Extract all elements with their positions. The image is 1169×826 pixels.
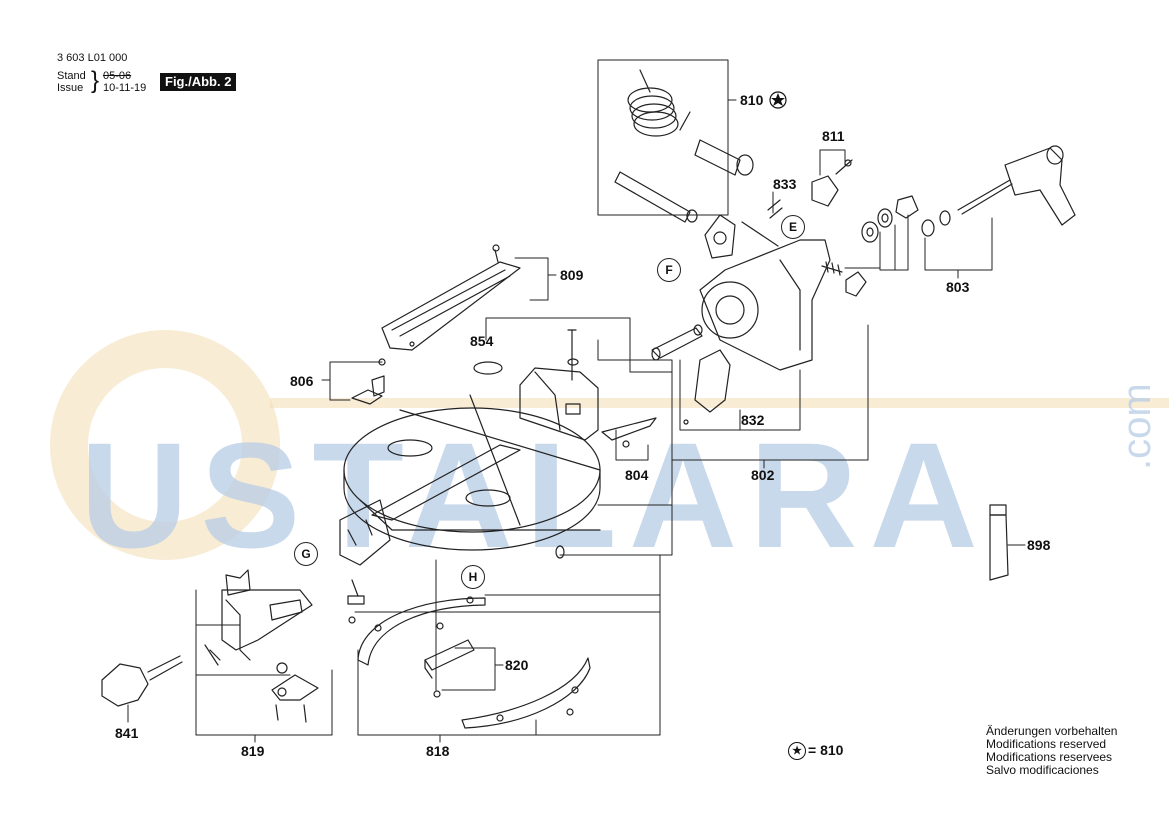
pointer-804 bbox=[601, 417, 657, 448]
spring-knob bbox=[821, 261, 867, 297]
pin-854 bbox=[651, 324, 703, 361]
pivot-bracket bbox=[699, 214, 831, 371]
label-804: 804 bbox=[625, 467, 649, 483]
label-854: 854 bbox=[470, 333, 494, 349]
label-820: 820 bbox=[505, 657, 529, 673]
plate-820 bbox=[424, 622, 475, 698]
legend-star: ★ bbox=[788, 742, 806, 760]
watermark-band bbox=[270, 398, 1169, 408]
part-854-disc bbox=[473, 361, 503, 375]
label-819: 819 bbox=[241, 743, 265, 759]
note-en: Modifications reserved bbox=[986, 737, 1107, 751]
marker-h: H bbox=[461, 565, 485, 589]
legend-equals: = 810 bbox=[808, 742, 844, 758]
label-803: 803 bbox=[946, 279, 970, 295]
fence-809 bbox=[381, 244, 521, 351]
washers-803 bbox=[861, 195, 951, 243]
marker-g: G bbox=[294, 542, 318, 566]
label-833: 833 bbox=[773, 176, 797, 192]
doc-number: 3 603 L01 000 bbox=[57, 52, 128, 64]
label-802: 802 bbox=[751, 467, 775, 483]
header-brace: } bbox=[91, 67, 100, 94]
leader-lines bbox=[127, 59, 1026, 743]
label-832: 832 bbox=[741, 412, 765, 428]
label-809: 809 bbox=[560, 267, 584, 283]
spring-810 bbox=[614, 69, 754, 223]
label-841: 841 bbox=[115, 725, 139, 741]
issue-label: Issue bbox=[57, 82, 84, 94]
label-806: 806 bbox=[290, 373, 314, 389]
stand-label: Stand bbox=[57, 70, 86, 82]
arc-scale-818 bbox=[357, 596, 591, 729]
watermark-text: USTALARA bbox=[80, 411, 990, 579]
note-es: Salvo modificaciones bbox=[986, 763, 1099, 777]
label-810: 810 bbox=[740, 92, 764, 108]
stand-value: 05-06 bbox=[103, 70, 132, 82]
note-fr: Modifications reservees bbox=[986, 750, 1113, 764]
guard-832 bbox=[683, 349, 731, 425]
label-898: 898 bbox=[1027, 537, 1051, 553]
handle-803 bbox=[957, 145, 1076, 226]
label-811: 811 bbox=[822, 128, 845, 144]
modifications-notes: Änderungen vorbehalten Modifications res… bbox=[986, 725, 1117, 777]
note-de: Änderungen vorbehalten bbox=[986, 724, 1118, 738]
clamp-806 bbox=[351, 358, 386, 405]
label-818: 818 bbox=[426, 743, 450, 759]
parts-811-833 bbox=[741, 159, 853, 247]
head-housing bbox=[519, 329, 599, 441]
marker-e: E bbox=[781, 215, 805, 239]
figure-label: Fig./Abb. 2 bbox=[160, 73, 237, 91]
base-turntable bbox=[339, 394, 601, 566]
tube-898 bbox=[989, 504, 1009, 581]
set-screw bbox=[555, 545, 565, 559]
knob-841 bbox=[101, 655, 183, 707]
bevel-assembly-819 bbox=[204, 569, 365, 723]
star-marker-810 bbox=[769, 91, 787, 109]
marker-f: F bbox=[657, 258, 681, 282]
issue-value: 10-11-19 bbox=[103, 82, 147, 94]
